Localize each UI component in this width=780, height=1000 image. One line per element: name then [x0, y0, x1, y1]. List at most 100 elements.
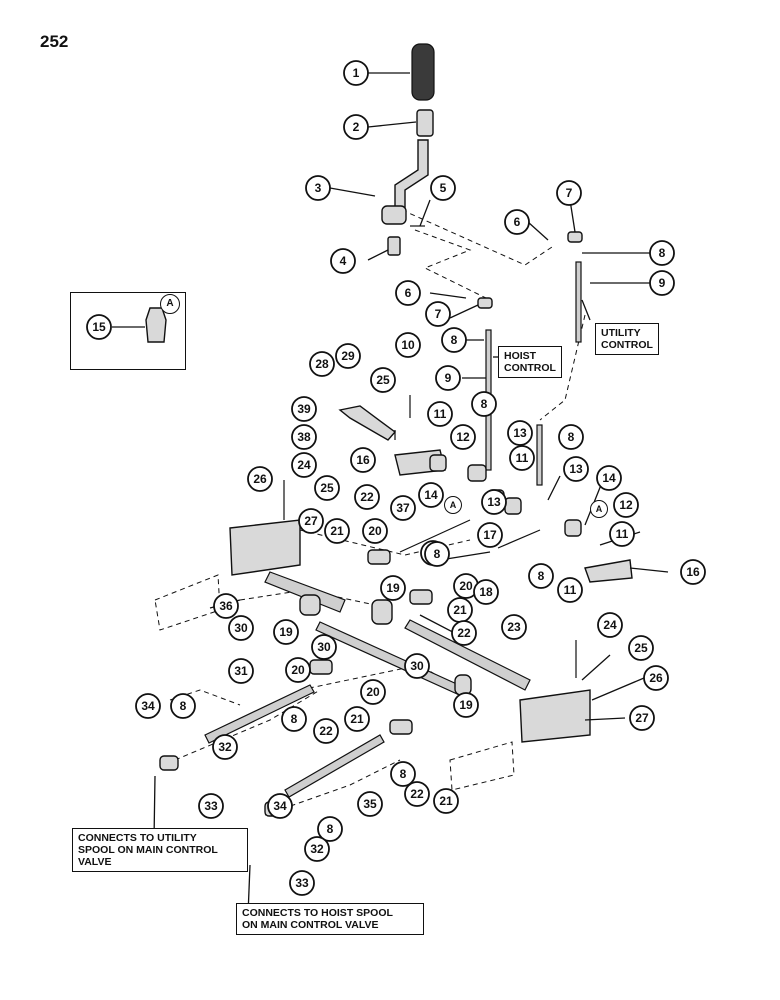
control-lever [329, 43, 435, 256]
callout-number: 27 [635, 711, 649, 725]
callout-number: 17 [483, 528, 497, 542]
callout-32: 32 [304, 836, 330, 862]
callout-circle [330, 248, 356, 274]
callout-8: 8 [649, 240, 675, 266]
callout-30: 30 [311, 634, 337, 660]
callout-32: 32 [212, 734, 238, 760]
callout-8: 8 [471, 391, 497, 417]
callout-5: 5 [430, 175, 456, 201]
rod-31 [204, 684, 315, 744]
callout-number: 16 [686, 565, 700, 579]
callout-circle [507, 420, 533, 446]
callout-circle [441, 327, 467, 353]
callout-7: 7 [556, 180, 582, 206]
callout-circle [354, 484, 380, 510]
callout-number: 9 [659, 276, 666, 290]
callout-circle [433, 788, 459, 814]
detail-a-marker: A [160, 294, 180, 314]
callout-circle [304, 836, 330, 862]
callout-number: 8 [291, 712, 298, 726]
callout-circle [390, 495, 416, 521]
callout-number: 32 [310, 842, 324, 856]
callout-24: 24 [291, 452, 317, 478]
callout-35: 35 [357, 791, 383, 817]
utility-rod-lower [536, 424, 543, 486]
callout-22: 22 [313, 718, 339, 744]
frame-assembly [154, 480, 591, 817]
callout-circle [289, 870, 315, 896]
callout-circle [313, 718, 339, 744]
callout-18: 18 [473, 579, 499, 605]
pivot-block [387, 236, 401, 256]
callout-circle [212, 734, 238, 760]
callout-8: 8 [558, 424, 584, 450]
callout-number: 38 [297, 430, 311, 444]
callout-number: 1 [353, 66, 360, 80]
callout-11: 11 [509, 445, 535, 471]
callout-number: 8 [451, 333, 458, 347]
callout-6: 6 [504, 209, 530, 235]
callout-circle [267, 793, 293, 819]
callout-circle [629, 705, 655, 731]
callout-number: 8 [327, 822, 334, 836]
shaft-23 [404, 619, 531, 691]
callout-circle [473, 579, 499, 605]
callout-number: 33 [295, 876, 309, 890]
callout-number: 16 [356, 453, 370, 467]
grip-sleeve [416, 109, 434, 137]
callout-number: 29 [341, 349, 355, 363]
callout-number: 13 [487, 495, 501, 509]
side-plate-26-right [519, 689, 591, 743]
callout-number: 8 [180, 699, 187, 713]
callout-14: 14 [418, 482, 444, 508]
callout-21: 21 [433, 788, 459, 814]
callout-number: 8 [568, 430, 575, 444]
callout-circle [305, 175, 331, 201]
callout-number: 39 [297, 402, 311, 416]
callout-number: 31 [234, 664, 248, 678]
callout-19: 19 [273, 619, 299, 645]
callout-29: 29 [335, 343, 361, 369]
callout-33: 33 [289, 870, 315, 896]
callout-26: 26 [643, 665, 669, 691]
callout-circle [314, 475, 340, 501]
callout-38: 38 [291, 424, 317, 450]
page-number: 252 [40, 32, 69, 51]
callout-2: 2 [343, 114, 369, 140]
callout-20: 20 [362, 518, 388, 544]
callout-21: 21 [324, 518, 350, 544]
callout-34: 34 [135, 693, 161, 719]
callout-number: 22 [319, 724, 333, 738]
callout-circle [628, 635, 654, 661]
callout-circle [198, 793, 224, 819]
callout-22: 22 [354, 484, 380, 510]
callout-circle [170, 693, 196, 719]
callout-20: 20 [285, 657, 311, 683]
callout-6: 6 [395, 280, 421, 306]
callout-number: 7 [566, 186, 573, 200]
callout-13: 13 [481, 489, 507, 515]
callout-number: 12 [619, 498, 633, 512]
callout-10: 10 [395, 332, 421, 358]
callout-circle [435, 365, 461, 391]
callout-number: 14 [602, 471, 616, 485]
callout-13: 13 [507, 420, 533, 446]
callout-circle [344, 706, 370, 732]
callout-number: 25 [320, 481, 334, 495]
callout-number: 30 [234, 621, 248, 635]
callout-24: 24 [597, 612, 623, 638]
callout-circle [649, 270, 675, 296]
callout-circle [395, 280, 421, 306]
callout-34: 34 [267, 793, 293, 819]
callout-circle [395, 332, 421, 358]
callout-number: 20 [291, 663, 305, 677]
callout-31: 31 [228, 658, 254, 684]
callout-39: 39 [291, 396, 317, 422]
callout-16: 16 [680, 559, 706, 585]
callout-number: 22 [410, 787, 424, 801]
callout-circle [609, 521, 635, 547]
callout-circle [613, 492, 639, 518]
callout-circle [335, 343, 361, 369]
callout-number: 4 [340, 254, 347, 268]
